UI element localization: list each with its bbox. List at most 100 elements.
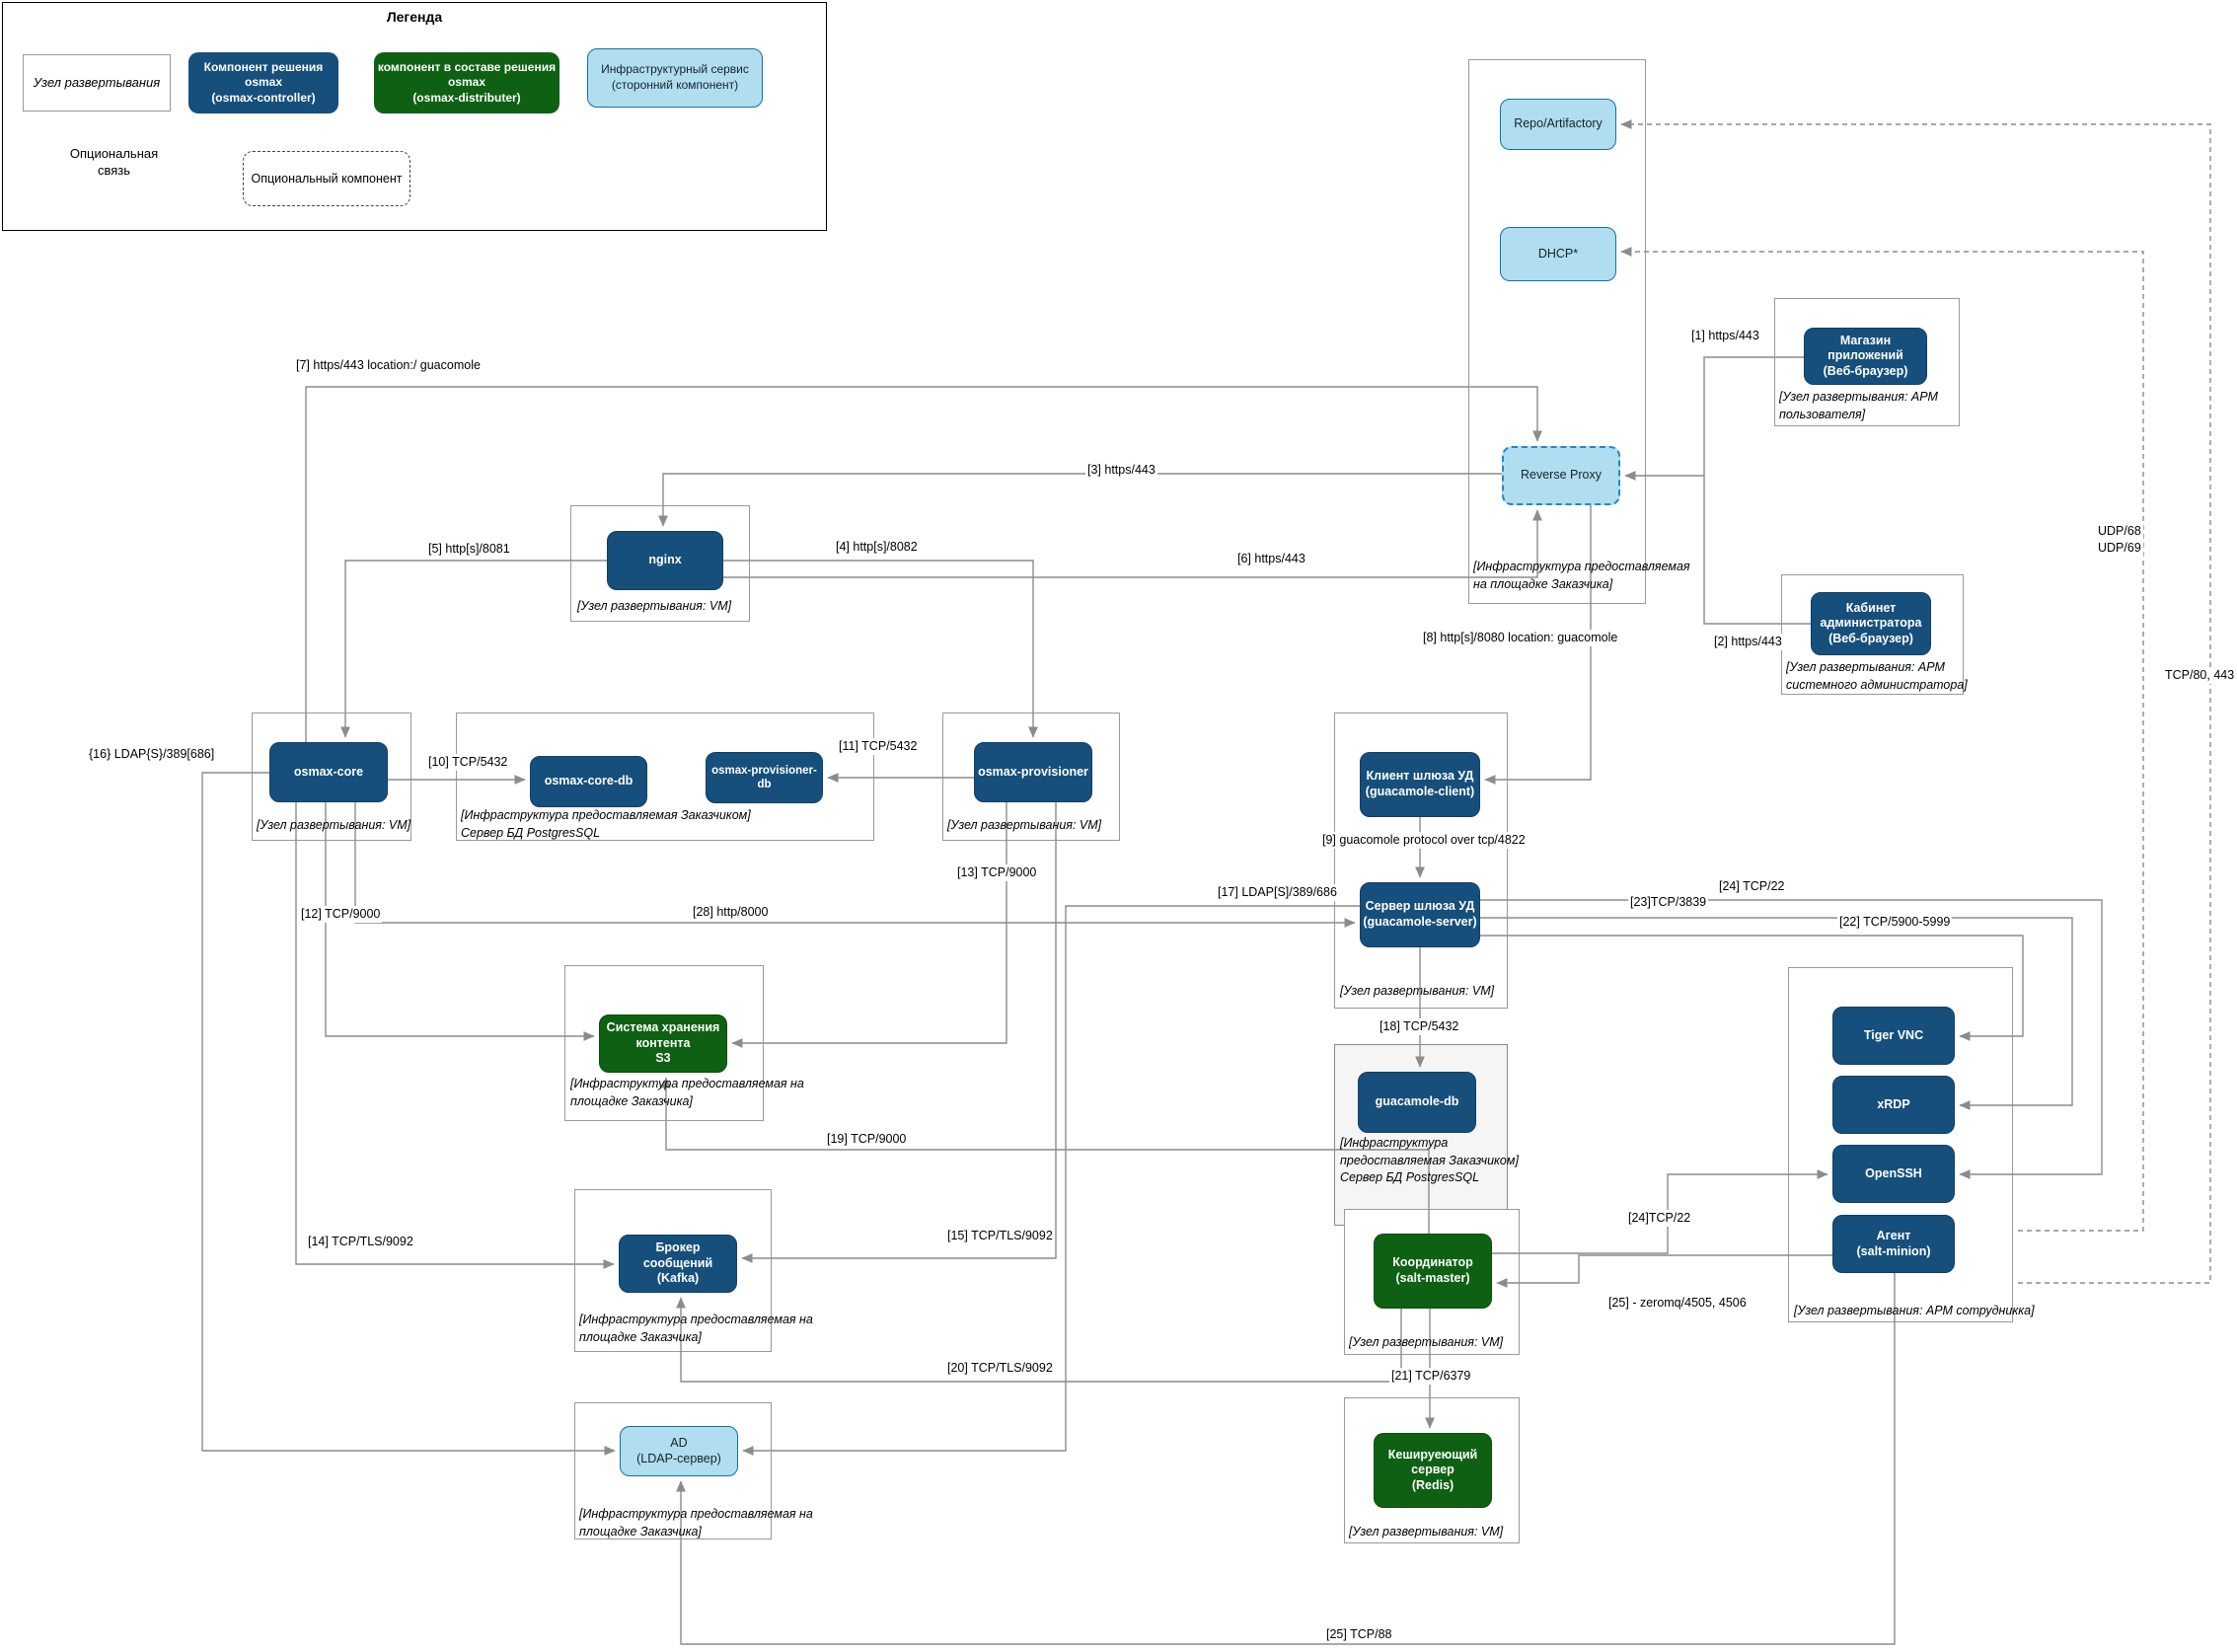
edge-24a-server-openssh [1480, 899, 2103, 1179]
edge-label-3: [3] https/443 [1085, 462, 1157, 479]
edge-12-core-s3 [325, 802, 595, 1041]
edge-25b-minion-ad [676, 1273, 1896, 1645]
container-label-s3: [Инфраструктура предоставляемая на площа… [570, 1077, 804, 1108]
node-nginx: nginx [607, 531, 723, 590]
legend-infra-service: Инфраструктурный сервис (сторонний компо… [587, 48, 763, 108]
container-label-kafka: [Инфраструктура предоставляемая на площа… [579, 1313, 813, 1344]
node-reverse-proxy: Reverse Proxy [1502, 446, 1620, 505]
edge-13-prov-s3 [731, 802, 1007, 1048]
container-label-guac-vm: [Узел развертывания: VM] [1340, 984, 1495, 998]
edge-15-prov-kafka [741, 802, 1057, 1263]
edge-label-15: [15] TCP/TLS/9092 [945, 1228, 1055, 1244]
edge-label-2: [2] https/443 [1712, 634, 1784, 650]
edge-label-11: [11] TCP/5432 [837, 738, 920, 755]
container-infra-customer [1468, 59, 1646, 604]
edge-20-saltmaster-kafka [676, 1297, 1402, 1383]
edge-14-core-kafka [295, 802, 615, 1269]
container-label-redis-vm: [Узел развертывания: VM] [1349, 1525, 1504, 1539]
edge-label-20: [20] TCP/TLS/9092 [945, 1360, 1055, 1377]
edge-label-1: [1] https/443 [1689, 328, 1761, 344]
container-label-provisioner-vm: [Узел развертывания: VM] [947, 818, 1102, 832]
edge-label-12: [12] TCP/9000 [299, 906, 383, 923]
legend-title: Легенда [386, 9, 443, 25]
edge-28-core-guacserver [354, 802, 1356, 928]
node-guacamole-server: Сервер шлюза УД (guacamole-server) [1360, 882, 1480, 947]
node-repo-artifactory: Repo/Artifactory [1500, 99, 1616, 150]
edge-label-17: [17] LDAP[S]/389/686 [1216, 884, 1339, 901]
edge-22-server-tigervnc [1480, 935, 2024, 1041]
container-label-arm-user: [Узел развертывания: АРМ пользователя] [1779, 390, 1938, 421]
node-s3-storage: Система хранения контента S3 [599, 1014, 727, 1073]
node-admin-cabinet-browser: Кабинет администратора (Веб-браузер) [1811, 592, 1931, 655]
container-label-infra-customer: [Инфраструктура предоставляемая на площа… [1473, 560, 1690, 591]
edge-label-10: [10] TCP/5432 [426, 754, 510, 771]
node-guacamole-db: guacamole-db [1358, 1072, 1476, 1133]
edge-label-9: [9] guacomole protocol over tcp/4822 [1320, 832, 1528, 849]
edge-optional-dhcp [1620, 247, 2144, 1232]
container-kafka [574, 1189, 772, 1352]
edge-8-revproxy-guacclient [1484, 505, 1592, 785]
edge-label-18: [18] TCP/5432 [1378, 1018, 1461, 1035]
edge-label-25a: [25] - zeromq/4505, 4506 [1606, 1295, 1749, 1312]
edge-label-8: [8] http[s]/8080 location: guacomole [1421, 630, 1620, 646]
edge-label-5: [5] http[s]/8081 [426, 541, 512, 558]
edge-label-7: [7] https/443 location:/ guacomole [294, 357, 483, 374]
node-app-store-browser: Магазин приложений (Веб-браузер) [1804, 328, 1927, 385]
container-label-arm-employee: [Узел развертывания: АРМ сотрудникка] [1794, 1304, 2035, 1317]
edge-label-tcp-80-443: TCP/80, 443 [2163, 667, 2237, 684]
node-redis: Кешируеющий сервер (Redis) [1374, 1433, 1492, 1508]
container-label-ad: [Инфраструктура предоставляемая на площа… [579, 1507, 813, 1539]
edge-optional-repo [1620, 119, 2211, 1284]
node-ad-ldap: AD (LDAP-сервер) [620, 1426, 738, 1476]
edge-16-core-ad [201, 772, 616, 1456]
node-osmax-core: osmax-core [269, 742, 388, 802]
edge-label-4: [4] http[s]/8082 [834, 539, 920, 556]
legend-optional-component: Опциональный компонент [243, 151, 410, 206]
container-label-postgres-guac: [Инфраструктура предоставляемая Заказчик… [1340, 1136, 1519, 1184]
edge-25a-minion-saltmaster [1496, 1254, 1832, 1288]
edge-6-nginx-revproxy [723, 509, 1542, 578]
node-guacamole-client: Клиент шлюза УД (guacamole-client) [1360, 752, 1480, 817]
node-openssh: OpenSSH [1832, 1145, 1955, 1203]
container-label-saltmaster-vm: [Узел развертывания: VM] [1349, 1335, 1504, 1349]
edge-label-24b: [24]TCP/22 [1626, 1210, 1693, 1227]
legend-panel: Легенда Узел развертывания Компонент реш… [2, 2, 827, 231]
node-salt-minion: Агент (salt-minion) [1832, 1215, 1955, 1273]
node-osmax-provisioner: osmax-provisioner [974, 742, 1092, 802]
node-kafka-broker: Брокер сообщений (Kafka) [619, 1235, 737, 1293]
edge-label-21: [21] TCP/6379 [1389, 1368, 1473, 1385]
edge-label-6: [6] https/443 [1235, 551, 1307, 567]
node-salt-master: Координатор (salt-master) [1374, 1234, 1492, 1309]
edge-1-2-bracket [1703, 356, 1811, 625]
node-osmax-provisioner-db: osmax-provisioner-db [706, 752, 823, 803]
node-tiger-vnc: Tiger VNC [1832, 1007, 1955, 1065]
edge-label-19: [19] TCP/9000 [825, 1131, 909, 1148]
node-dhcp: DHCP* [1500, 227, 1616, 281]
container-label-core-vm: [Узел развертывания: VM] [257, 818, 411, 832]
edge-label-udp-68-69: UDP/68 UDP/69 [2096, 523, 2143, 557]
edge-17-server-ad [742, 905, 1360, 1456]
edge-label-13: [13] TCP/9000 [955, 864, 1039, 881]
edge-label-16: {16} LDAP{S}/389[686] [87, 746, 217, 763]
legend-optional-link-label: Опциональная связь [69, 146, 159, 178]
container-label-arm-admin: [Узел развертывания: АРМ системного адми… [1786, 660, 1968, 692]
edge-label-24a: [24] TCP/22 [1717, 878, 1787, 895]
container-label-nginx-vm: [Узел развертывания: VM] [577, 599, 732, 613]
edge-label-22: [22] TCP/5900-5999 [1837, 914, 1953, 931]
edge-7-nginx-revproxy [305, 386, 1542, 742]
legend-osmax-component: Компонент решения osmax (osmax-controlle… [188, 52, 338, 113]
edge-label-28: [28] http/8000 [691, 904, 771, 921]
edge-19-saltmaster-s3 [661, 1077, 1430, 1234]
edge-label-23: [23]TCP/3839 [1628, 894, 1709, 911]
edge-5-nginx-core [340, 560, 607, 738]
edge-label-14: [14] TCP/TLS/9092 [306, 1234, 415, 1250]
edge-4-nginx-provisioner [723, 560, 1038, 738]
node-osmax-core-db: osmax-core-db [530, 756, 647, 807]
container-label-postgres-core: [Инфраструктура предоставляемая Заказчик… [461, 808, 751, 840]
legend-deployment-node: Узел развертывания [23, 54, 171, 112]
edge-label-25b: [25] TCP/88 [1324, 1626, 1394, 1643]
edge-3-revproxy-nginx [658, 473, 1502, 527]
legend-osmax-part-component: компонент в составе решения osmax (osmax… [374, 52, 559, 113]
